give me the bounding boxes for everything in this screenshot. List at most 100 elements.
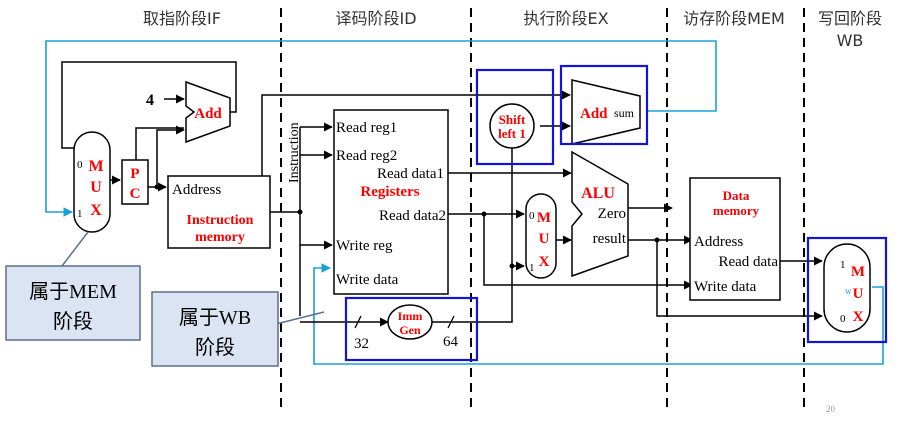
branch-adder: Add sum: [571, 79, 641, 145]
pc-mux: 0 1 M U X: [73, 131, 111, 233]
branch-adder-sum: sum: [614, 106, 635, 120]
stage-id-title: 译码阶段ID: [335, 9, 416, 28]
callout-mem-pointer: [61, 231, 89, 267]
pc-adder-shape: [185, 80, 231, 144]
dmem-box: [689, 177, 781, 301]
alu-mux-in0: 0: [529, 210, 535, 222]
junction-dot: [297, 209, 303, 215]
pc-mux-in0: 0: [77, 159, 83, 171]
immgen-ellipse: [387, 304, 433, 340]
alu-mux-x: X: [539, 254, 550, 270]
alu-mux-body: [525, 193, 557, 279]
shift-ellipse: [489, 103, 535, 149]
junction-dot: [654, 237, 660, 243]
callout-wb-pointer: [275, 311, 325, 325]
junction-dot: [154, 184, 160, 190]
alu: ALU Zero result: [571, 150, 629, 278]
readdata2-to-dmem-wire: [483, 214, 693, 290]
pc-adder: Add: [185, 80, 231, 144]
regs-title: Registers: [360, 184, 419, 200]
highlight-wbmux-box: [806, 236, 888, 344]
junctions: [154, 184, 660, 269]
dmem-write-data: Write data: [694, 279, 757, 295]
branch-target-wire: [45, 40, 717, 217]
registers-box: [333, 109, 449, 295]
junction-dot: [509, 263, 515, 269]
alu-shape: [571, 150, 629, 278]
imm-gen: Imm Gen 32 64: [354, 304, 459, 352]
wb-mux-body: [823, 243, 871, 333]
regs-write-reg: Write reg: [336, 238, 393, 254]
callout-mem: 属于MEM 阶段: [5, 231, 141, 341]
callout-mem-line2: 阶段: [53, 309, 93, 333]
stage-ex-title: 执行阶段EX: [523, 9, 608, 28]
dmem-address: Address: [694, 234, 743, 250]
alu-result-bypass-wire: [656, 240, 823, 321]
instruction-label: Instruction: [287, 122, 302, 183]
imem-address: Address: [172, 182, 221, 198]
immgen-out-slash: [447, 315, 455, 329]
page-number: 20: [826, 404, 836, 414]
branch-adder-shape: [571, 79, 641, 145]
immgen-line2: Gen: [399, 323, 421, 337]
immgen-out-width: 64: [443, 334, 459, 350]
alu-zero: Zero: [598, 206, 626, 222]
pc-mux-in1: 1: [77, 208, 83, 220]
const-four: 4: [146, 92, 154, 109]
data-memory: Data memory Address Read data Write data: [689, 177, 781, 301]
pc-to-add-wire: [156, 125, 185, 187]
highlight-boxes: [344, 64, 888, 362]
pc-to-branch-add-wire-2: [261, 90, 571, 187]
imem-title-line2: memory: [195, 230, 245, 245]
stage-headers: 取指阶段IF 译码阶段ID 执行阶段EX 访存阶段MEM 写回阶段 WB: [143, 9, 882, 50]
alu-mux-m: M: [537, 210, 551, 226]
callout-wb-line1: 属于WB: [179, 307, 251, 329]
regs-read-reg1: Read reg1: [336, 120, 397, 136]
cyan-wires: [45, 40, 884, 365]
regs-read-data1: Read data1: [377, 166, 444, 182]
dmem-title-line1: Data: [723, 188, 750, 203]
alu-result: result: [593, 231, 627, 247]
stage-wb-title-line2: WB: [837, 31, 864, 50]
wb-mux-m: M: [851, 264, 865, 280]
regs-read-data2: Read data2: [379, 208, 446, 224]
pc-c: C: [130, 186, 141, 202]
callout-wb-box: [151, 291, 279, 367]
immgen-in-width: 32: [354, 336, 369, 352]
wb-mux-in0: 0: [840, 313, 846, 325]
wb-mux-x: X: [853, 309, 864, 325]
callout-wb: 属于WB 阶段: [151, 291, 325, 367]
instruction-memory: Address Instruction memory: [167, 175, 271, 249]
highlight-immgen-box: [344, 296, 479, 362]
wb-mux-in1: 1: [840, 259, 846, 271]
regs-read-reg2: Read reg2: [336, 148, 397, 164]
alu-mux-in1: 1: [529, 262, 535, 274]
pc-register: P C: [121, 159, 149, 205]
immgen-line1: Imm: [398, 309, 423, 323]
junction-dot: [481, 211, 487, 217]
imem-box: [167, 175, 271, 249]
alu-mux-u: U: [539, 231, 550, 247]
pc-mux-m: M: [88, 158, 103, 175]
wb-mux: 1 0 w M U X: [823, 243, 871, 333]
imem-title-line1: Instruction: [187, 213, 254, 228]
highlight-branch-add-box: [559, 64, 649, 146]
pc-mux-x: X: [90, 202, 102, 219]
branch-adder-label: Add: [580, 106, 608, 122]
shift-left: Shift left 1: [489, 103, 535, 149]
callout-mem-line1: 属于MEM: [29, 281, 117, 303]
dmem-title-line2: memory: [713, 203, 760, 218]
shift-line1: Shift: [499, 112, 526, 127]
pc-plus4-wire: [61, 61, 237, 149]
stage-if-title: 取指阶段IF: [143, 9, 221, 28]
alu-title: ALU: [581, 185, 615, 202]
shift-line2: left 1: [498, 126, 526, 141]
pc-box: [121, 159, 149, 205]
stage-mem-title: 访存阶段MEM: [683, 9, 785, 28]
pc-p: P: [130, 166, 139, 182]
immgen-in-slash: [354, 315, 362, 329]
writeback-wire: [313, 263, 884, 365]
register-file: Read reg1 Read reg2 Read data1 Registers…: [333, 109, 449, 295]
